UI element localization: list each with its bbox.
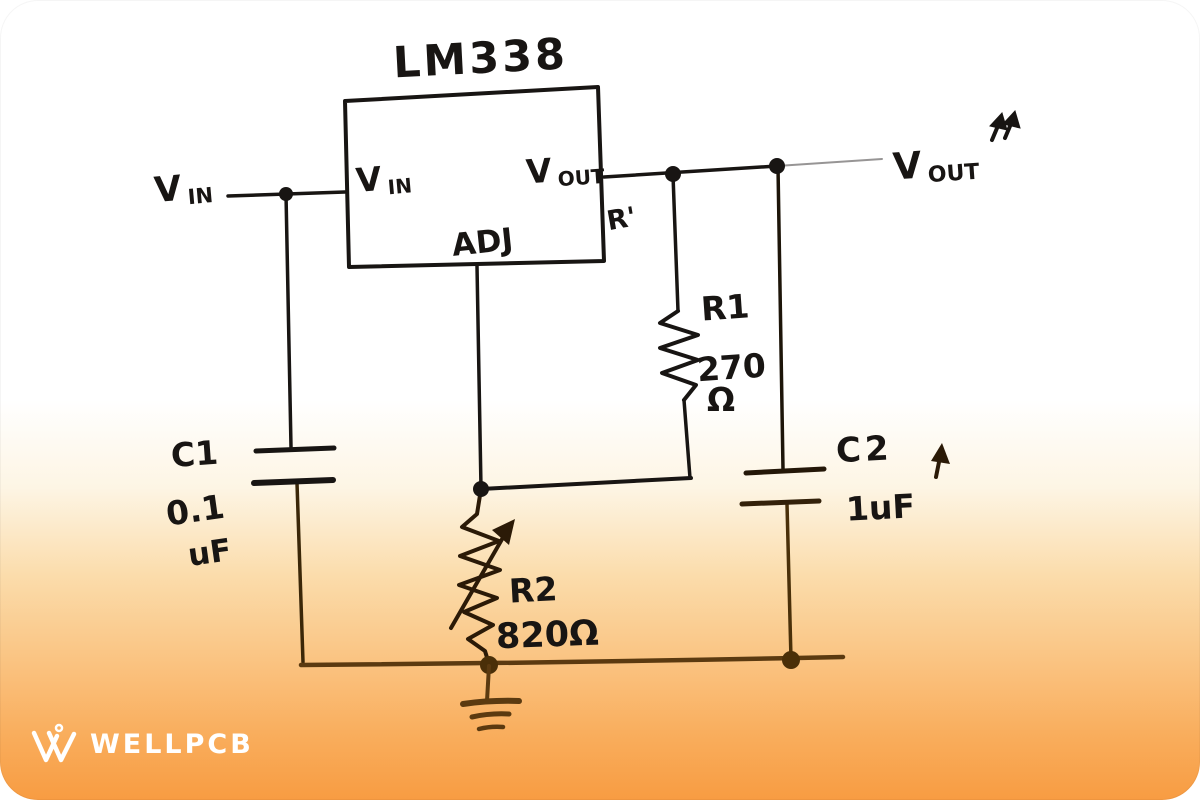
- watermark: WELLPCB: [30, 722, 254, 766]
- wire-input-drop: [284, 192, 293, 449]
- r1-zigzag: [658, 309, 700, 402]
- ground-bar-2: [469, 711, 512, 720]
- net-label-vin: V IN: [153, 166, 214, 212]
- earth-ground-icon: [460, 664, 522, 732]
- potentiometer-r2: R2 820Ω: [449, 487, 599, 666]
- capacitor-c1: C1 0.1 uF: [164, 433, 337, 574]
- ic-stray-mark: R': [605, 202, 639, 238]
- c1-plate-top: [253, 445, 337, 454]
- wire-ground-bus: [298, 654, 846, 668]
- wire-adj-to-r1: [479, 476, 693, 491]
- capacitor-c2: C2 1uF: [739, 428, 950, 529]
- wire-adj-drop: [475, 264, 483, 490]
- c1-unit-label: uF: [186, 532, 234, 574]
- double-up-arrow-head-1: [989, 112, 1008, 131]
- junction-adj: [473, 481, 489, 497]
- r2-zigzag: [457, 487, 502, 666]
- net-label-vout: V OUT: [892, 140, 981, 191]
- up-arrow-icon: [931, 443, 950, 479]
- junction-c2-bus: [782, 651, 800, 669]
- wires: [226, 158, 883, 668]
- junction-vin: [279, 187, 293, 201]
- c1-plate-bottom: [251, 477, 336, 486]
- c2-ref-label: C2: [835, 428, 894, 471]
- r2-value-label: 820Ω: [495, 614, 599, 658]
- junction-vout-r1: [665, 166, 681, 182]
- junction-vout-c2: [769, 158, 785, 174]
- c2-plate-top: [743, 466, 827, 476]
- resistor-r1: R1 270 Ω: [658, 286, 767, 419]
- brand-name: WELLPCB: [90, 728, 254, 760]
- c2-plate-bottom: [739, 498, 822, 507]
- wire-r1-drop: [671, 173, 680, 313]
- net-vin-sub: IN: [187, 183, 214, 209]
- r2-wiper-arrow-head: [492, 519, 515, 545]
- net-vin-main: V: [153, 169, 183, 211]
- ic-title: LM338: [392, 29, 569, 88]
- wire-c2-drop: [776, 165, 785, 471]
- double-up-arrow-head-2: [1002, 110, 1021, 129]
- c2-value-label: 1uF: [845, 486, 916, 529]
- wire-r1-bottom: [682, 398, 692, 480]
- c1-ref-label: C1: [170, 433, 220, 475]
- ground-stub: [485, 664, 491, 703]
- double-up-arrow-icon: [989, 110, 1021, 142]
- r1-unit-label: Ω: [707, 380, 735, 419]
- r1-value-label: 270: [696, 346, 767, 390]
- wire-vout: [602, 164, 779, 179]
- wire-c2-to-bus: [785, 502, 793, 661]
- ic-pin-vin-sub: IN: [387, 173, 413, 199]
- ic-pin-vout-main: V: [525, 151, 554, 192]
- ic-pin-vin-main: V: [354, 159, 383, 200]
- ic-body: [343, 85, 606, 269]
- net-vout-main: V: [892, 144, 924, 189]
- ic-pin-vout-sub: OUT: [557, 164, 606, 191]
- r2-wiper-arrow-line: [449, 532, 507, 630]
- ic-pin-adj-label: ADJ: [450, 222, 515, 264]
- logo-dot: [54, 723, 64, 733]
- wellpcb-logo-icon: [31, 723, 77, 763]
- wire-vout-faint: [776, 158, 883, 167]
- r1-ref-label: R1: [700, 286, 751, 328]
- r2-ref-label: R2: [508, 569, 558, 610]
- ground-bar-1: [460, 697, 522, 707]
- wire-c1-to-bus: [295, 481, 305, 664]
- logo-stroke-2: [46, 730, 77, 763]
- c1-value-label: 0.1: [164, 487, 227, 534]
- c2-arrow-head: [931, 443, 950, 464]
- ic-pin-vout-label: V OUT: [525, 147, 606, 193]
- ic-pin-vin-label: V IN: [354, 156, 413, 202]
- ic-lm338: LM338 V IN V OUT ADJ R': [343, 29, 639, 269]
- net-vout-sub: OUT: [927, 160, 980, 189]
- ground-bar-3: [476, 724, 506, 732]
